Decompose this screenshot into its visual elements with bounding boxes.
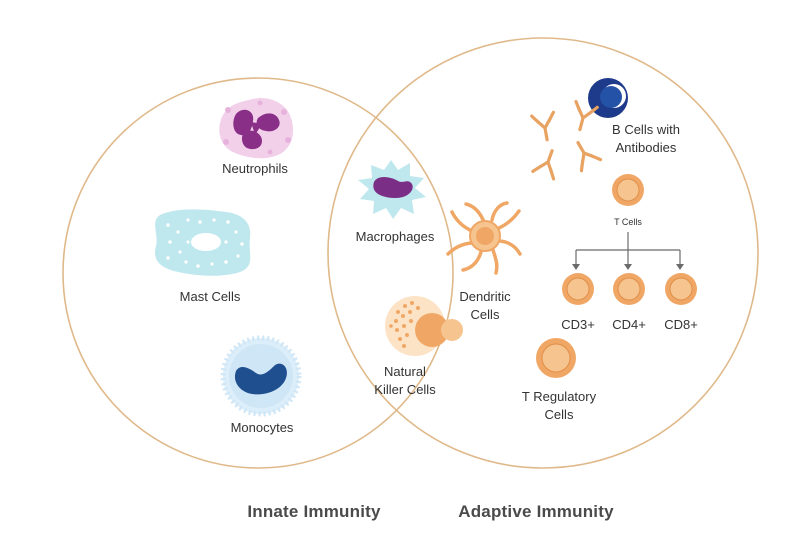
label-macrophages: Macrophages — [355, 229, 435, 244]
monocyte-icon — [220, 335, 302, 417]
macrophage-icon — [358, 160, 426, 219]
cd4-cell-icon — [613, 273, 645, 305]
label-treg-line1: T Regulatory — [521, 389, 597, 404]
t-regulatory-cell-icon — [536, 338, 576, 378]
label-dendritic-line1: Dendritic — [459, 289, 511, 304]
neutrophil-icon — [219, 97, 294, 159]
label-cd8: CD8+ — [664, 317, 698, 332]
t-cell-branch-arrows — [575, 232, 681, 266]
b-cell-icon — [588, 78, 628, 118]
arrowhead-cd4 — [624, 264, 632, 270]
innate-immunity-title: Innate Immunity — [247, 502, 381, 521]
arrowhead-cd8 — [676, 264, 684, 270]
label-cd4: CD4+ — [612, 317, 646, 332]
antibody-icons — [530, 100, 603, 181]
label-bcells-line2: Antibodies — [615, 140, 677, 155]
label-tcells: T Cells — [614, 217, 642, 227]
t-cell-icon — [612, 174, 644, 206]
label-neutrophils: Neutrophils — [222, 161, 288, 176]
mast-cell-icon — [154, 209, 251, 276]
label-nk-line2: Killer Cells — [374, 382, 436, 397]
cd8-cell-icon — [665, 273, 697, 305]
label-monocytes: Monocytes — [230, 420, 294, 435]
natural-killer-cell-icon — [385, 296, 463, 356]
adaptive-immunity-title: Adaptive Immunity — [458, 502, 614, 521]
label-cd3: CD3+ — [561, 317, 595, 332]
label-mast-cells: Mast Cells — [179, 289, 241, 304]
label-dendritic-line2: Cells — [470, 307, 500, 322]
label-bcells-line1: B Cells with — [612, 122, 680, 137]
label-treg-line2: Cells — [544, 407, 574, 422]
dendritic-cell-icon — [446, 201, 522, 275]
cd3-cell-icon — [562, 273, 594, 305]
label-nk-line1: Natural — [384, 364, 426, 379]
innate-circle — [62, 77, 454, 469]
arrowhead-cd3 — [572, 264, 580, 270]
adaptive-circle — [327, 37, 759, 469]
